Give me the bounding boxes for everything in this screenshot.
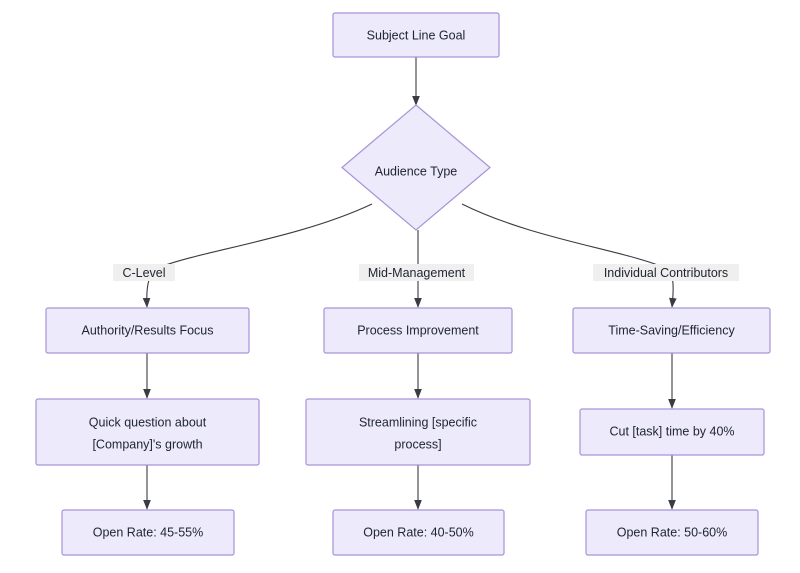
- node-label-streamlining-line1: Streamlining [specific: [359, 415, 477, 429]
- node-subject-line-goal[interactable]: Subject Line Goal: [332, 12, 500, 58]
- node-shape-rect: [572, 307, 771, 354]
- edge-decision-to-focus-ic: [461, 203, 677, 308]
- node-shape-rect: [305, 398, 531, 466]
- node-shape-diamond: [341, 104, 491, 231]
- edge-group: [142, 57, 677, 510]
- node-label-authority-results-focus: Authority/Results Focus: [82, 323, 214, 337]
- node-process-improvement[interactable]: Process Improvement: [323, 307, 513, 354]
- node-shape-rect: [45, 307, 250, 354]
- node-label-quick-question-line2: [Company]'s growth: [92, 437, 202, 451]
- node-open-rate-individual-contributors[interactable]: Open Rate: 50-60%: [585, 509, 759, 556]
- node-authority-results-focus[interactable]: Authority/Results Focus: [45, 307, 250, 354]
- edge-label-background: [593, 264, 739, 281]
- node-streamlining-example[interactable]: Streamlining [specific process]: [305, 398, 531, 466]
- edge-label-text-individual-contributors: Individual Contributors: [604, 266, 728, 280]
- node-label-open-rate-mid-management: Open Rate: 40-50%: [363, 525, 474, 539]
- edge-label-background: [359, 264, 474, 281]
- node-label-process-improvement: Process Improvement: [357, 323, 479, 337]
- node-shape-rect: [332, 12, 500, 58]
- node-shape-rect: [35, 398, 260, 466]
- node-shape-rect: [61, 509, 235, 556]
- node-label-open-rate-c-level: Open Rate: 45-55%: [93, 525, 204, 539]
- node-audience-type[interactable]: Audience Type: [341, 104, 491, 231]
- node-shape-rect: [323, 307, 513, 354]
- node-label-subject-line-goal: Subject Line Goal: [367, 28, 466, 42]
- edge-decision-to-focus-c: [142, 203, 373, 308]
- edge-label-c-level: C-Level: [113, 264, 175, 281]
- edge-label-individual-contributors: Individual Contributors: [593, 264, 739, 281]
- edge-label-text-mid-management: Mid-Management: [368, 266, 466, 280]
- edge-label-mid-management: Mid-Management: [359, 264, 474, 281]
- node-label-open-rate-individual-contributors: Open Rate: 50-60%: [617, 525, 728, 539]
- node-cut-task-time-example[interactable]: Cut [task] time by 40%: [579, 408, 765, 456]
- edge-label-background: [113, 264, 175, 281]
- node-open-rate-mid-management[interactable]: Open Rate: 40-50%: [332, 509, 505, 556]
- node-shape-rect: [579, 408, 765, 456]
- node-quick-question-example[interactable]: Quick question about [Company]'s growth: [35, 398, 260, 466]
- node-label-streamlining-line2: process]: [394, 437, 441, 451]
- node-label-time-saving-efficiency: Time-Saving/Efficiency: [608, 323, 735, 337]
- node-shape-rect: [585, 509, 759, 556]
- node-label-cut-task-time: Cut [task] time by 40%: [609, 424, 734, 438]
- node-time-saving-efficiency[interactable]: Time-Saving/Efficiency: [572, 307, 771, 354]
- node-label-audience-type: Audience Type: [375, 164, 458, 178]
- node-label-quick-question-line1: Quick question about: [89, 415, 207, 429]
- node-open-rate-c-level[interactable]: Open Rate: 45-55%: [61, 509, 235, 556]
- edge-label-text-c-level: C-Level: [122, 266, 165, 280]
- node-shape-rect: [332, 509, 505, 556]
